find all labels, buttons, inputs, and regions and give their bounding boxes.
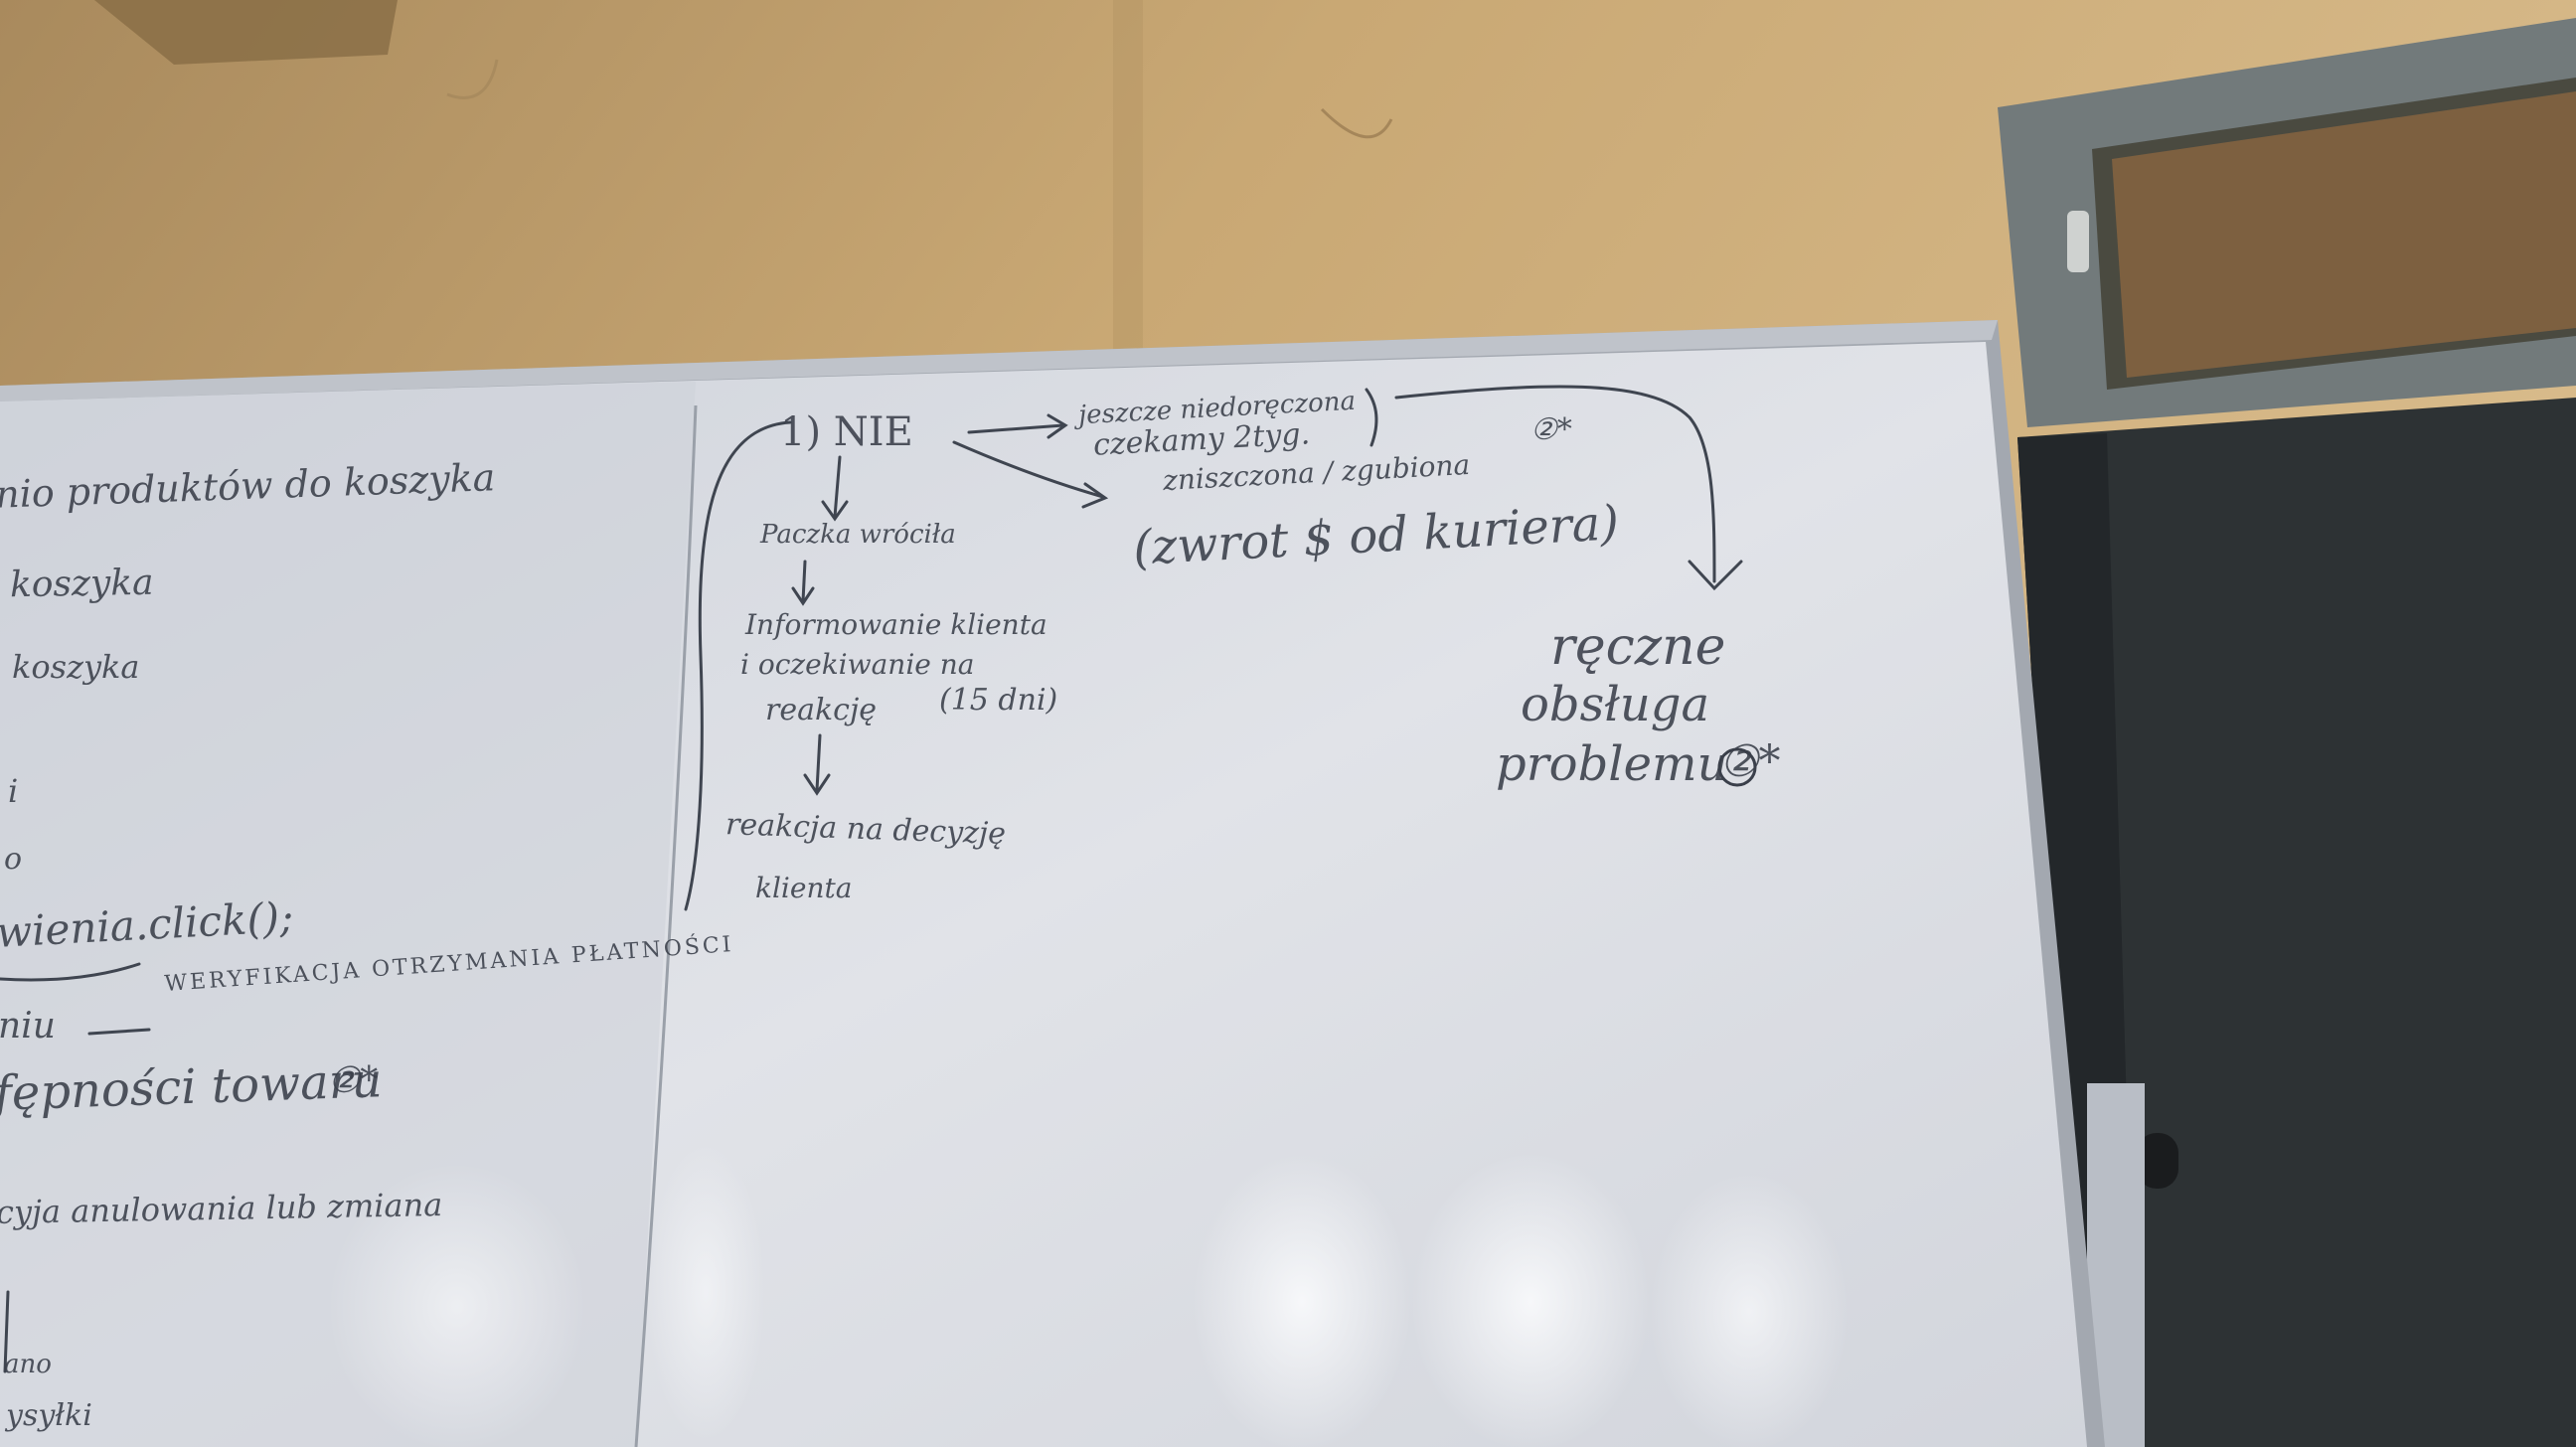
left-line-5: o: [4, 842, 23, 877]
left-stroke-vertical: [3, 1290, 10, 1373]
left-line-4: i: [8, 772, 19, 810]
glare-reflection-4: [328, 1163, 586, 1447]
right-line-2: obsługa: [1521, 677, 1710, 732]
step-3-line-2: klienta: [755, 872, 853, 904]
branch-1-paren: [1365, 388, 1378, 447]
door-handle: [2137, 1133, 2178, 1189]
step-2-line-2: i oczekiwanie na: [740, 648, 975, 681]
wall-box-latch: [2067, 211, 2089, 272]
arrow-to-branch-2: [952, 440, 1105, 499]
left-line-10: ②*: [328, 1060, 379, 1101]
long-arrow-curve: [1394, 385, 1716, 583]
right-mark: ②*: [1719, 736, 1781, 787]
left-dash: [87, 1028, 151, 1036]
step-2-line-3: reakcję: [765, 693, 878, 727]
arrow-down-3: [815, 733, 822, 792]
glare-reflection-1: [1193, 1153, 1411, 1447]
step-2-note: (15 dni): [939, 683, 1058, 718]
glare-reflection-5: [646, 1143, 765, 1441]
step-2-line-1: Informowanie klienta: [745, 608, 1047, 641]
step-1: Paczka wróciła: [760, 520, 956, 550]
left-line-3: koszyka: [12, 648, 140, 686]
glare-reflection-3: [1650, 1173, 1849, 1447]
wall-mark: [1320, 107, 1393, 139]
arrow-down-3-head: [803, 773, 831, 796]
left-line-7: niu: [0, 1006, 56, 1046]
arrow-down-1-head: [821, 500, 849, 522]
arrow-down-2-head: [791, 586, 815, 606]
branch-2-mark: ②*: [1530, 412, 1572, 447]
right-line-3: problemu: [1496, 736, 1728, 792]
glare-reflection-2: [1411, 1153, 1650, 1447]
left-underline: [0, 962, 141, 982]
right-line-1: ręczne: [1550, 617, 1726, 677]
arrow-head-1: [1046, 413, 1068, 439]
arrow-down-1: [833, 455, 842, 519]
wall-mark-2: [446, 59, 499, 99]
ceiling-fixture: [94, 0, 398, 65]
long-arrow-head: [1688, 560, 1743, 591]
marker-strokes: [0, 385, 1743, 1373]
left-line-9: fępności towaru: [0, 1052, 384, 1122]
whiteboard-tray-top: [0, 320, 1998, 402]
left-line-2: koszyka: [9, 562, 154, 606]
wall-box-panel: [2112, 91, 2576, 378]
node-no: 1) NIE: [780, 409, 913, 455]
left-line-12: ano: [4, 1350, 52, 1379]
wall-corner-shadow: [1113, 0, 1143, 358]
circle-mark-right: [1717, 747, 1757, 787]
left-line-13: ysyłki: [6, 1398, 92, 1433]
left-bracket-curve: [684, 420, 792, 911]
left-line-11: cyja anulowania lub zmiana: [0, 1186, 443, 1231]
arrow-down-2: [801, 560, 807, 603]
arrow-head-2: [1081, 482, 1109, 509]
arrow-to-branch-1: [967, 423, 1065, 434]
